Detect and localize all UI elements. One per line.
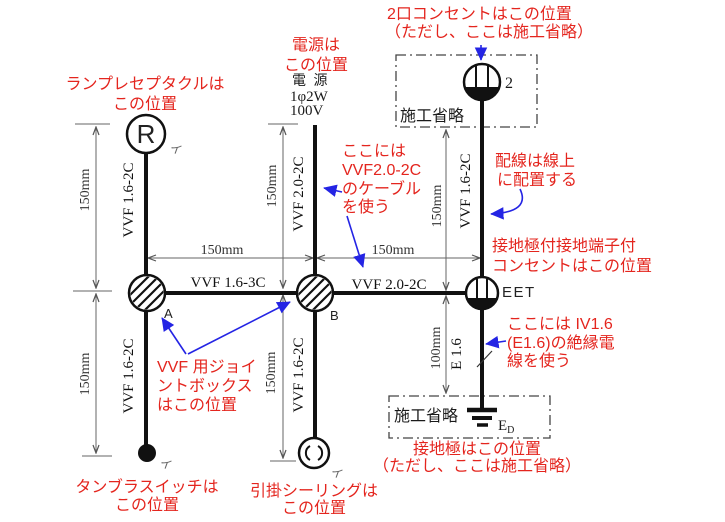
note-vvf20-line1: ここには — [342, 143, 406, 160]
wire-label-b-eet: VVF 2.0-2C — [351, 277, 426, 293]
wire-labels: VVF 1.6-2C VVF 1.6-2C VVF 2.0-2C VVF 1.6… — [121, 153, 474, 413]
omission-box-top — [395, 54, 538, 128]
wire-label-outlet-eet: VVF 1.6-2C — [458, 153, 474, 228]
note-iv-line2: (E1.6)の絶縁電 — [507, 334, 615, 352]
note-lamp-line1: ランプレセプタクルは — [65, 75, 224, 93]
box-b-label: B — [330, 308, 339, 323]
dim-label-mid-bottom: 150mm — [264, 352, 279, 395]
dim-label-mid-top: 150mm — [265, 165, 280, 208]
note-power-line1: 電源は — [292, 36, 340, 54]
arrow-to-wire-on-line — [490, 188, 524, 220]
note-eet-line2: コンセントはこの位置 — [492, 257, 652, 275]
wires — [144, 100, 484, 450]
ceiling-rose-symbol — [297, 436, 331, 470]
omission-label-top: 施工省略 — [400, 107, 464, 125]
i-mark-ceiling: イ — [329, 465, 345, 482]
joint-box-a-symbol — [127, 273, 167, 313]
note-joint-line2: ントボックス — [157, 377, 253, 395]
note-switch-line1: タンブラスイッチは — [75, 477, 218, 496]
tumbler-switch-symbol — [138, 444, 156, 462]
note-switch-line2: この位置 — [115, 496, 179, 514]
note-vvf20-line3: のケーブル — [342, 179, 421, 198]
note-outlet2-line2: （ただし、ここは施工省略） — [385, 23, 593, 41]
note-joint-line3: はこの位置 — [157, 396, 237, 414]
box-a-label: A — [164, 306, 173, 321]
note-online-line1: 配線は線上 — [495, 152, 575, 170]
dimension-labels: 150mm 150mm 150mm 150mm 150mm 100mm 150m… — [78, 165, 445, 396]
arrow-to-source-wire — [323, 184, 343, 197]
note-outlet2-line1: 2口コンセントはこの位置 — [387, 5, 572, 23]
note-joint-line1: VVF 用ジョイ — [157, 359, 257, 376]
red-annotations: 2口コンセントはこの位置 （ただし、ここは施工省略） 電源は この位置 ランプレ… — [65, 5, 652, 517]
black-labels: 電 源 1φ2W 100V 施工省略 施工省略 2 EET A B ED イ イ… — [158, 73, 536, 482]
dim-label-left-top: 150mm — [78, 169, 93, 212]
note-lamp-line2: この位置 — [113, 95, 177, 113]
wire-label-eet-ground: E 1.6 — [449, 338, 465, 370]
arrow-to-iv-wire — [485, 335, 507, 349]
outlet-count-label: 2 — [505, 75, 513, 92]
note-ceiling-line2: この位置 — [282, 499, 346, 517]
outlet-2-symbol — [462, 62, 502, 102]
dim-label-right-top: 150mm — [430, 185, 445, 228]
note-iv-line3: 線を使う — [507, 352, 571, 370]
wire-tick — [476, 350, 493, 368]
wire-label-a-b: VVF 1.6-3C — [190, 275, 265, 291]
eet-outlet-symbol — [464, 275, 500, 311]
omission-label-bottom: 施工省略 — [394, 407, 458, 425]
wire-label-r-a: VVF 1.6-2C — [121, 162, 137, 237]
dim-label-b-eet: 150mm — [372, 243, 415, 258]
joint-box-b-symbol — [295, 273, 335, 313]
note-ground-line2: （ただし、ここは施工省略） — [373, 457, 581, 475]
eet-label: EET — [502, 284, 536, 301]
i-mark-switch: イ — [158, 456, 174, 473]
dim-label-a-b: 150mm — [201, 243, 244, 258]
note-vvf20-line4: を使う — [342, 198, 390, 216]
arrow-to-joint-b — [187, 301, 291, 355]
note-vvf20-line2: VVF2.0-2C — [342, 162, 421, 179]
wire-label-a-switch: VVF 1.6-2C — [121, 338, 137, 413]
earth-electrode-symbol — [467, 407, 497, 427]
omission-box-bottom — [388, 395, 551, 439]
wire-label-b-ceiling: VVF 1.6-2C — [291, 337, 307, 412]
note-online-line2: に配置する — [497, 171, 577, 189]
arrow-to-joint-a — [161, 317, 187, 355]
dim-label-left-bottom: 150mm — [78, 353, 93, 396]
arrow-to-b-eet-wire — [346, 215, 366, 268]
i-mark-receptacle: イ — [168, 141, 184, 158]
receptacle-letter: R — [137, 119, 156, 149]
note-eet-line1: 接地極付接地端子付 — [492, 237, 636, 255]
wire-label-source-b: VVF 2.0-2C — [291, 156, 307, 231]
earth-label: ED — [498, 418, 514, 436]
note-ceiling-line1: 引掛シーリングは — [250, 482, 378, 500]
dimension-lines — [73, 123, 480, 462]
dim-label-right-bottom: 100mm — [429, 327, 444, 370]
source-volt: 100V — [290, 103, 324, 119]
note-ground-line1: 接地極はこの位置 — [413, 440, 541, 458]
lamp-receptacle-symbol: R — [125, 113, 167, 155]
pointer-arrows — [161, 45, 524, 355]
note-power-line2: この位置 — [284, 56, 348, 74]
source-title: 電 源 — [292, 73, 330, 89]
note-iv-line1: ここには IV1.6 — [507, 316, 613, 333]
source-phase: 1φ2W — [290, 89, 329, 105]
